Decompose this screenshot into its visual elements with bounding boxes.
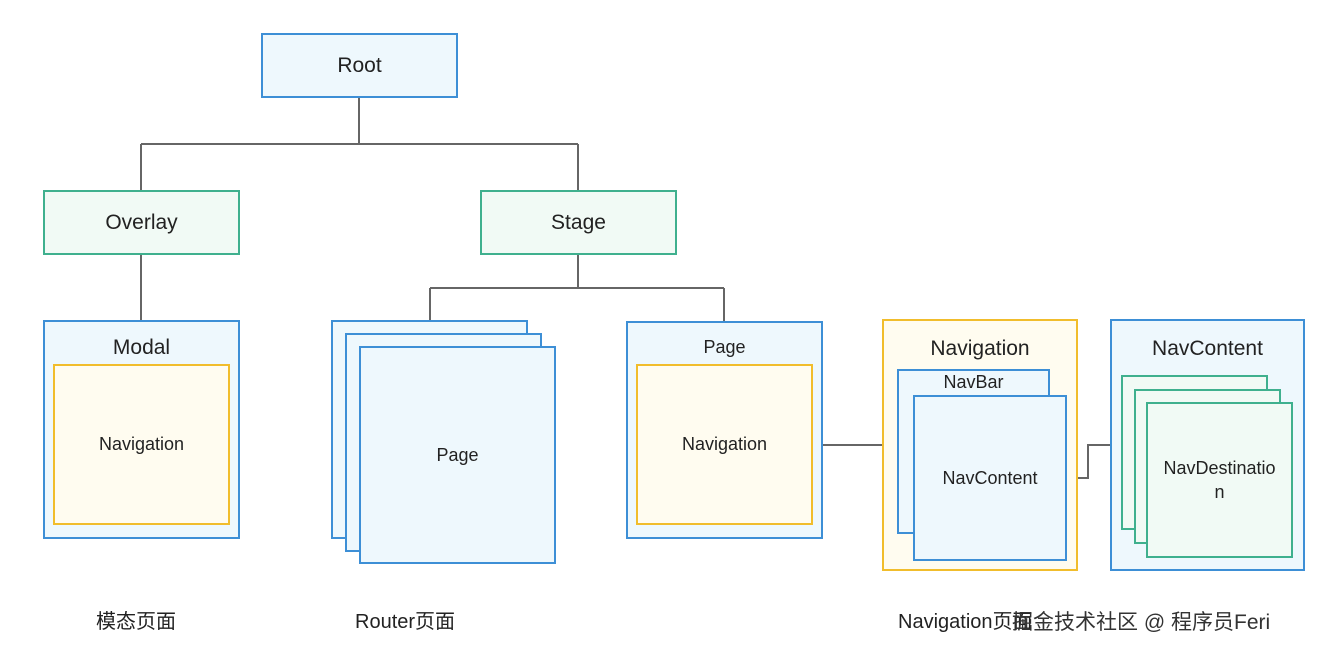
root-node: Root	[261, 33, 458, 98]
stage-node: Stage	[480, 190, 677, 255]
navdestination-node: NavDestination	[1146, 402, 1293, 558]
caption-navigation-page: Navigation页面	[898, 611, 1033, 633]
router-page-label: Page	[436, 444, 479, 465]
root-label: Root	[337, 53, 382, 77]
navcontent-label: NavContent	[1152, 337, 1263, 360]
page-navigation-node: Navigation	[636, 364, 813, 525]
page-label: Page	[703, 337, 746, 357]
navbar-label: NavBar	[943, 372, 1004, 392]
overlay-label: Overlay	[105, 210, 178, 234]
overlay-node: Overlay	[43, 190, 240, 255]
modal-navigation-node: Navigation	[53, 364, 230, 525]
router-page-node: Page	[359, 346, 556, 564]
modal-navigation-label: Navigation	[98, 434, 185, 454]
navcontent-inner-label: NavContent	[942, 467, 1038, 488]
navdestination-label: NavDestination	[1163, 458, 1276, 502]
caption-modal-page: 模态页面	[96, 611, 176, 633]
page-navigation-label: Navigation	[681, 434, 768, 454]
stage-label: Stage	[551, 210, 606, 234]
stage-connector	[429, 255, 725, 321]
navcontent-inner-node: NavContent	[913, 395, 1067, 561]
modal-label: Modal	[112, 336, 171, 359]
navigation-label: Navigation	[930, 337, 1030, 360]
watermark-text: 掘金技术社区 @ 程序员Feri	[1012, 611, 1271, 634]
root-connector	[140, 98, 579, 190]
caption-router-page: Router页面	[355, 611, 456, 633]
